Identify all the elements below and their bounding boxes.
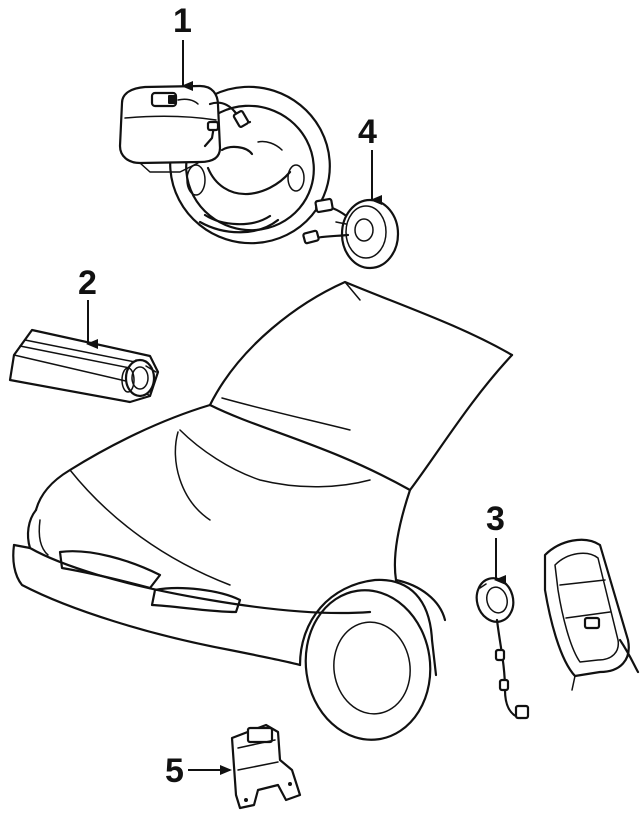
seat-back-frame — [543, 538, 640, 691]
airbag-control-module — [230, 723, 302, 810]
passenger-airbag-module — [8, 328, 160, 404]
callout-2: 2 — [78, 264, 98, 349]
callout-5-number: 5 — [165, 752, 184, 790]
callout-3-number: 3 — [486, 500, 505, 538]
callout-1-number: 1 — [173, 2, 192, 40]
callout-5: 5 — [165, 752, 232, 790]
clock-spring — [302, 197, 400, 270]
callout-3: 3 — [486, 500, 506, 585]
sensor-wiring-harness — [494, 618, 530, 720]
callout-4-number: 4 — [358, 113, 377, 151]
callout-2-number: 2 — [78, 264, 97, 302]
steering-wheel — [169, 85, 331, 245]
callout-1: 1 — [173, 2, 193, 91]
side-impact-sensor — [475, 577, 515, 623]
callout-4: 4 — [358, 113, 382, 205]
driver-airbag-module — [118, 84, 252, 173]
car-body — [12, 280, 514, 741]
